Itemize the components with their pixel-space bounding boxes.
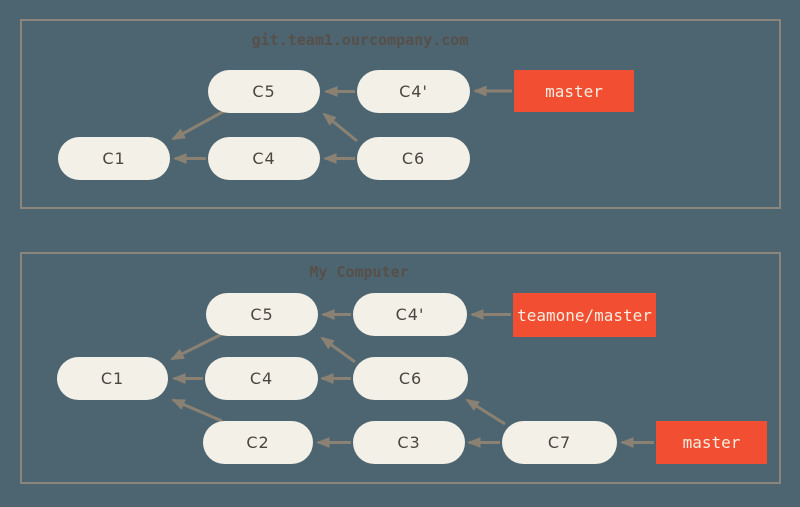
panel-frame-my-computer <box>20 252 781 484</box>
parent-arrow-C7-to-C6 <box>465 398 506 426</box>
parent-arrow-C6-to-C5 <box>322 112 358 143</box>
parent-arrow-C5-to-C1 <box>171 107 229 141</box>
commit-node-local-c6: C6 <box>353 357 468 400</box>
parent-arrow-C2-to-C1 <box>171 398 223 423</box>
commit-node-local-c3: C3 <box>353 421 465 464</box>
parent-arrow-C6-to-C5 <box>320 336 356 364</box>
commit-node-local-c7: C7 <box>502 421 617 464</box>
commit-node-remote-c5: C5 <box>208 70 320 113</box>
panel-title-remote-server: git.team1.ourcompany.com <box>251 31 469 49</box>
commit-node-remote-c6: C6 <box>357 137 470 180</box>
panel-title-my-computer: My Computer <box>309 263 409 281</box>
branch-label-local-teamone-master: teamone/master <box>513 293 656 337</box>
branch-label-remote-master: master <box>514 70 634 112</box>
commit-node-local-c1: C1 <box>57 357 168 400</box>
commit-node-remote-c4p: C4' <box>357 70 470 113</box>
commit-node-local-c2: C2 <box>203 421 313 464</box>
commit-node-local-c4p: C4' <box>353 293 467 336</box>
commit-node-remote-c4: C4 <box>208 137 320 180</box>
commit-node-local-c4: C4 <box>205 357 318 400</box>
branch-label-local-master: master <box>656 421 767 464</box>
panel-frame-remote-server <box>20 19 781 209</box>
parent-arrow-C5-to-C1 <box>170 330 227 361</box>
commit-node-remote-c1: C1 <box>58 137 170 180</box>
commit-node-local-c5: C5 <box>206 293 318 336</box>
